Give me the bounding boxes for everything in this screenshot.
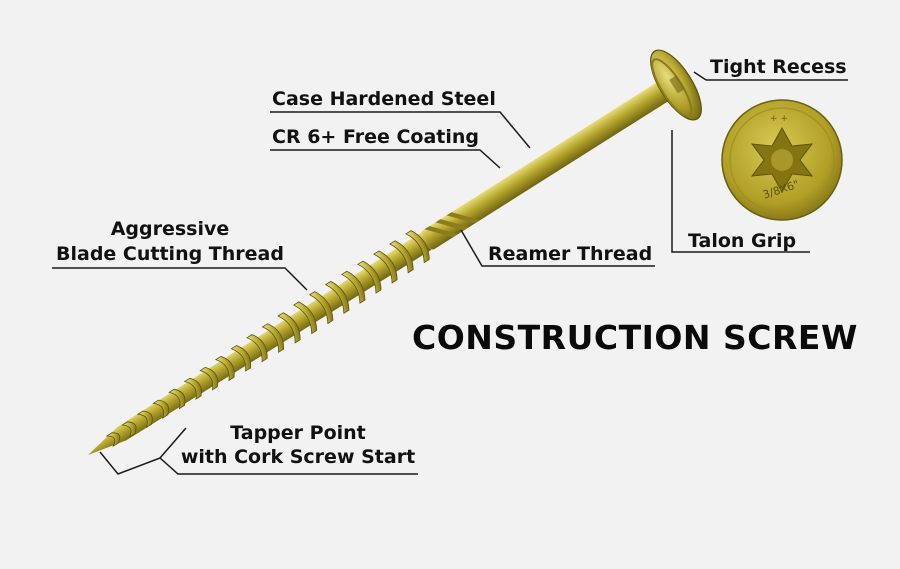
thread-crest — [389, 240, 414, 274]
label-aggressive-thread: Aggressive Blade Cutting Thread — [52, 218, 288, 265]
label-reamer-thread: Reamer Thread — [488, 243, 653, 265]
leader-case-hardened — [270, 111, 531, 149]
label-case-hardened-steel: Case Hardened Steel — [272, 88, 496, 110]
leader-aggressive — [52, 267, 308, 291]
diagram-title: CONSTRUCTION SCREW — [412, 318, 858, 357]
thread-crest — [199, 366, 219, 391]
thread-crest — [152, 399, 170, 419]
label-talon-grip: Talon Grip — [688, 230, 797, 252]
thread-crest — [308, 291, 334, 325]
screw-illustration — [88, 49, 702, 455]
thread-crest — [340, 270, 366, 304]
thread-crest — [246, 334, 268, 363]
thread-crest — [230, 345, 252, 372]
label-tapper-line2: with Cork Screw Start — [180, 446, 416, 468]
label-aggressive-line2: Blade Cutting Thread — [56, 243, 284, 265]
thread-crest — [105, 432, 121, 448]
thread-crest — [277, 312, 301, 344]
thread-crest — [261, 323, 285, 353]
thread-crest — [168, 388, 186, 410]
thread-crest — [324, 280, 350, 315]
leader-talon — [671, 130, 810, 253]
label-tapper-point: Tapper Point with Cork Screw Start — [176, 422, 420, 468]
leader-coating — [270, 149, 501, 169]
thread-crest — [357, 260, 382, 294]
thread-crest — [214, 355, 235, 382]
blade-cutting-thread — [105, 230, 430, 448]
thread-crest — [183, 377, 202, 401]
leader-reamer — [460, 229, 655, 267]
screw-head-front: + + 3/8X6" — [721, 99, 843, 221]
screw-shank — [421, 72, 685, 250]
label-coating: CR 6+ Free Coating — [272, 126, 480, 148]
thread-crest — [292, 301, 318, 335]
leader-lines — [52, 71, 848, 475]
label-tapper-line1: Tapper Point — [230, 422, 366, 444]
svg-text:+ +: + + — [770, 114, 788, 124]
thread-crest — [136, 410, 153, 429]
thread-crest — [121, 421, 137, 438]
label-aggressive-line1: Aggressive — [110, 218, 230, 240]
thread-crest — [405, 230, 430, 264]
reamer-thread-ridges — [424, 212, 481, 238]
label-tight-recess: Tight Recess — [710, 56, 847, 78]
thread-crest — [373, 250, 398, 284]
